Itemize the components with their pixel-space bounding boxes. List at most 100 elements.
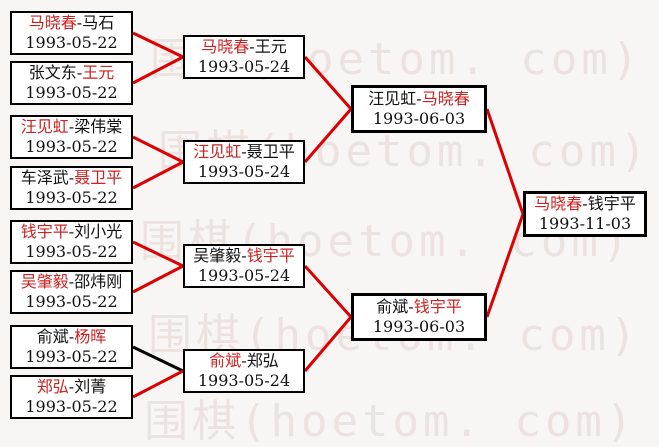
match-players: 汪见虹-马晓春 xyxy=(368,89,469,109)
player-name: 俞斌 xyxy=(376,297,409,316)
connector-line xyxy=(303,56,353,110)
player-name: 邵炜刚 xyxy=(74,272,123,291)
match-date: 1993-05-24 xyxy=(197,162,291,181)
connector-line xyxy=(132,240,184,268)
player-name-red: 王元 xyxy=(82,63,115,82)
match-box-r1-5: 钱宇平-刘小光 1993-05-22 xyxy=(10,220,133,264)
match-box-r1-4: 车泽武-聂卫平 1993-05-22 xyxy=(10,166,133,210)
bracket-connector-lines xyxy=(132,31,525,399)
match-players: 郑弘-刘菁 xyxy=(37,377,106,397)
player-name-red: 聂卫平 xyxy=(74,168,123,187)
separator: - xyxy=(416,89,422,108)
match-players: 车泽武-聂卫平 xyxy=(21,168,122,188)
match-players: 汪见虹-梁伟棠 xyxy=(21,117,122,137)
match-date: 1993-05-22 xyxy=(25,188,118,207)
match-date: 1993-05-22 xyxy=(25,397,118,416)
match-players: 汪见虹-聂卫平 xyxy=(193,142,294,162)
player-name-red: 马晓春 xyxy=(201,37,250,56)
match-date: 1993-05-24 xyxy=(197,371,291,390)
match-players: 俞斌-杨晖 xyxy=(37,327,106,347)
match-date: 1993-05-22 xyxy=(25,83,118,102)
connector-line xyxy=(132,135,184,164)
separator: - xyxy=(241,351,247,370)
separator: - xyxy=(68,117,75,136)
player-name-red: 马晓春 xyxy=(28,13,77,32)
match-players: 张文东-王元 xyxy=(29,63,114,83)
separator: - xyxy=(76,13,83,32)
separator: - xyxy=(68,222,75,241)
player-name-red: 钱宇平 xyxy=(246,246,295,265)
player-name-red: 俞斌 xyxy=(209,351,242,370)
match-box-final: 马晓春-钱宇平 1993-11-03 xyxy=(523,191,647,237)
player-name-red: 马晓春 xyxy=(534,194,583,213)
player-name: 聂卫平 xyxy=(246,142,295,161)
match-players: 马晓春-钱宇平 xyxy=(534,194,635,214)
player-name: 吴肇毅 xyxy=(193,246,242,265)
match-date: 1993-05-22 xyxy=(25,242,118,261)
connector-line xyxy=(303,264,353,319)
player-name: 汪见虹 xyxy=(368,89,417,108)
separator: - xyxy=(68,272,75,291)
match-date: 1993-05-22 xyxy=(25,137,118,156)
player-name: 王元 xyxy=(254,37,287,56)
match-date: 1993-06-03 xyxy=(372,317,466,336)
separator: - xyxy=(68,168,75,187)
match-box-r1-2: 张文东-王元 1993-05-22 xyxy=(10,61,133,105)
match-players: 俞斌-郑弘 xyxy=(209,351,278,371)
connector-line xyxy=(132,345,184,373)
match-players: 吴肇毅-邵炜刚 xyxy=(21,272,122,292)
player-name: 刘菁 xyxy=(74,377,107,396)
match-date: 1993-05-22 xyxy=(25,292,118,311)
connector-line xyxy=(132,264,184,294)
separator: - xyxy=(68,377,75,396)
player-name-red: 马晓春 xyxy=(421,89,470,108)
match-date: 1993-11-03 xyxy=(538,214,632,233)
player-name: 钱宇平 xyxy=(587,194,636,213)
match-date: 1993-05-24 xyxy=(197,57,291,76)
match-box-r1-7: 俞斌-杨晖 1993-05-22 xyxy=(10,325,133,369)
separator: - xyxy=(241,142,247,161)
connector-line xyxy=(132,160,184,190)
match-box-r2-2: 汪见虹-聂卫平 1993-05-24 xyxy=(183,140,305,184)
player-name: 俞斌 xyxy=(36,327,69,346)
separator: - xyxy=(68,327,75,346)
match-box-r2-4: 俞斌-郑弘 1993-05-24 xyxy=(183,349,305,393)
player-name: 张文东 xyxy=(28,63,77,82)
player-name: 刘小光 xyxy=(74,222,123,241)
match-box-r1-3: 汪见虹-梁伟棠 1993-05-22 xyxy=(10,115,133,159)
player-name-red: 汪见虹 xyxy=(193,142,242,161)
connector-line xyxy=(132,369,184,399)
separator: - xyxy=(76,63,83,82)
player-name-red: 郑弘 xyxy=(36,377,69,396)
connector-line xyxy=(303,316,353,372)
connector-line xyxy=(485,108,525,215)
match-box-r2-1: 马晓春-王元 1993-05-24 xyxy=(183,35,305,79)
separator: - xyxy=(249,37,255,56)
match-box-sf-1: 汪见虹-马晓春 1993-06-03 xyxy=(351,85,487,133)
player-name: 马石 xyxy=(82,13,115,32)
connector-line xyxy=(132,31,184,59)
player-name-red: 汪见虹 xyxy=(20,117,69,136)
match-players: 马晓春-马石 xyxy=(29,13,114,33)
player-name: 梁伟棠 xyxy=(74,117,123,136)
match-players: 吴肇毅-钱宇平 xyxy=(193,246,294,266)
separator: - xyxy=(241,246,247,265)
connector-line xyxy=(132,55,184,85)
match-box-r2-3: 吴肇毅-钱宇平 1993-05-24 xyxy=(183,244,305,288)
separator: - xyxy=(408,297,414,316)
connector-line xyxy=(485,213,525,318)
player-name: 车泽武 xyxy=(20,168,69,187)
player-name-red: 杨晖 xyxy=(74,327,107,346)
match-box-r1-6: 吴肇毅-邵炜刚 1993-05-22 xyxy=(10,270,133,314)
match-players: 钱宇平-刘小光 xyxy=(21,222,122,242)
match-date: 1993-05-22 xyxy=(25,347,118,366)
match-date: 1993-05-24 xyxy=(197,266,291,285)
player-name: 郑弘 xyxy=(246,351,279,370)
match-date: 1993-06-03 xyxy=(372,109,466,128)
match-date: 1993-05-22 xyxy=(25,33,118,52)
connector-line xyxy=(303,108,353,163)
match-players: 俞斌-钱宇平 xyxy=(376,297,461,317)
match-box-r1-1: 马晓春-马石 1993-05-22 xyxy=(10,11,133,55)
player-name-red: 钱宇平 xyxy=(20,222,69,241)
separator: - xyxy=(582,194,588,213)
